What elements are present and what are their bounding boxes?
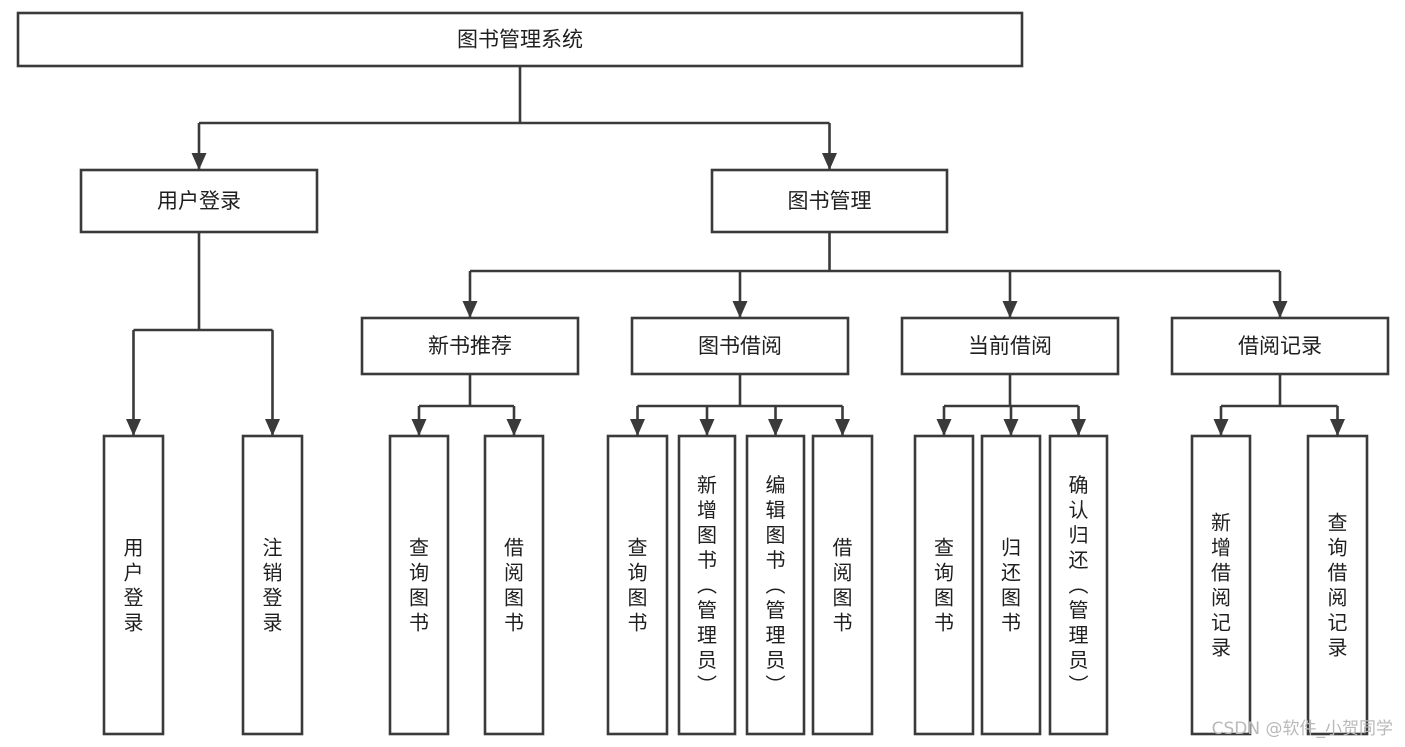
- arrow-head-icon: [506, 419, 522, 436]
- arrow-head-icon: [1071, 419, 1086, 436]
- arrow-head-icon: [1003, 419, 1019, 436]
- node-label: 查询借阅记录: [1328, 511, 1348, 660]
- node-box[interactable]: [606, 434, 669, 736]
- arrow-head-icon: [1330, 419, 1345, 436]
- arrow-head-icon: [822, 153, 837, 170]
- node-box[interactable]: [79, 168, 319, 234]
- arrow-head-icon: [191, 153, 207, 170]
- node-user-login[interactable]: 用户登录: [79, 168, 319, 234]
- node-current-borrow[interactable]: 当前借阅: [900, 316, 1120, 376]
- node-label: 新书推荐: [428, 334, 512, 358]
- node-box[interactable]: [900, 316, 1120, 376]
- node-root-root[interactable]: 图书管理系统: [16, 11, 1024, 68]
- node-label: 注销登录: [263, 536, 283, 635]
- arrow-head-icon: [1002, 301, 1018, 318]
- node-label: 图书管理系统: [457, 28, 583, 52]
- node-box[interactable]: [1306, 434, 1369, 736]
- arrow-head-icon: [936, 419, 952, 436]
- node-leaf-return-book[interactable]: 归还图书: [980, 434, 1042, 736]
- node-box[interactable]: [1170, 316, 1390, 376]
- node-box[interactable]: [980, 434, 1042, 736]
- node-box[interactable]: [811, 434, 874, 736]
- node-label: 编辑图书︵管理员︶: [766, 473, 786, 697]
- node-label: 新增图书︵管理员︶: [697, 473, 717, 697]
- node-label: 确认归还︵管理员︶: [1069, 473, 1089, 697]
- node-label: 借阅图书: [833, 536, 853, 635]
- node-leaf-query-book-3[interactable]: 查询图书: [913, 434, 975, 736]
- arrow-head-icon: [732, 301, 748, 318]
- node-leaf-user-login[interactable]: 用户登录: [102, 434, 165, 736]
- node-leaf-query-book-1[interactable]: 查询图书: [388, 434, 450, 736]
- arrow-head-icon: [265, 419, 280, 436]
- node-leaf-borrow-book-1[interactable]: 借阅图书: [483, 434, 545, 736]
- node-label: 图书管理: [788, 189, 872, 213]
- node-box[interactable]: [677, 434, 737, 736]
- node-book-manage[interactable]: 图书管理: [710, 168, 949, 234]
- node-box[interactable]: [102, 434, 165, 736]
- node-label: 查询图书: [628, 536, 648, 635]
- node-box[interactable]: [1048, 434, 1109, 736]
- node-box[interactable]: [483, 434, 545, 736]
- node-leaf-logout[interactable]: 注销登录: [241, 434, 304, 736]
- node-new-book-rec[interactable]: 新书推荐: [360, 316, 580, 376]
- node-box[interactable]: [913, 434, 975, 736]
- node-box[interactable]: [16, 11, 1024, 68]
- arrow-head-icon: [1272, 301, 1288, 318]
- arrow-head-icon: [411, 419, 427, 436]
- node-label: 图书借阅: [698, 334, 782, 358]
- node-box[interactable]: [745, 434, 806, 736]
- connectors-layer: [126, 66, 1345, 436]
- node-label: 归还图书: [1001, 536, 1021, 635]
- node-label: 当前借阅: [968, 334, 1052, 358]
- node-book-borrow[interactable]: 图书借阅: [630, 316, 850, 376]
- node-box[interactable]: [388, 434, 450, 736]
- node-leaf-query-record[interactable]: 查询借阅记录: [1306, 434, 1369, 736]
- node-box[interactable]: [710, 168, 949, 234]
- node-box[interactable]: [630, 316, 850, 376]
- node-label: 借阅图书: [504, 536, 524, 635]
- node-leaf-query-book-2[interactable]: 查询图书: [606, 434, 669, 736]
- node-box[interactable]: [360, 316, 580, 376]
- node-label: 借阅记录: [1238, 334, 1322, 358]
- node-label: 查询图书: [409, 536, 429, 635]
- nodes-layer: 图书管理系统用户登录图书管理新书推荐图书借阅当前借阅借阅记录用户登录注销登录查询…: [16, 11, 1390, 736]
- arrow-head-icon: [126, 419, 141, 436]
- node-label: 用户登录: [157, 189, 241, 213]
- node-leaf-add-book[interactable]: 新增图书︵管理员︶: [677, 434, 737, 736]
- node-label: 查询图书: [934, 536, 954, 635]
- arrow-head-icon: [768, 419, 783, 436]
- arrow-head-icon: [462, 301, 478, 318]
- node-borrow-record[interactable]: 借阅记录: [1170, 316, 1390, 376]
- arrow-head-icon: [630, 419, 645, 436]
- node-box[interactable]: [241, 434, 304, 736]
- node-leaf-add-record[interactable]: 新增借阅记录: [1190, 434, 1252, 736]
- arrow-head-icon: [699, 419, 715, 436]
- node-label: 新增借阅记录: [1211, 511, 1231, 660]
- node-leaf-confirm-return[interactable]: 确认归还︵管理员︶: [1048, 434, 1109, 736]
- arrow-head-icon: [835, 419, 850, 436]
- csdn-watermark: CSDN @软件_小贺同学: [1211, 719, 1393, 739]
- node-leaf-borrow-book-2[interactable]: 借阅图书: [811, 434, 874, 736]
- node-leaf-edit-book[interactable]: 编辑图书︵管理员︶: [745, 434, 806, 736]
- node-box[interactable]: [1190, 434, 1252, 736]
- arrow-head-icon: [1213, 419, 1229, 436]
- node-label: 用户登录: [124, 536, 144, 635]
